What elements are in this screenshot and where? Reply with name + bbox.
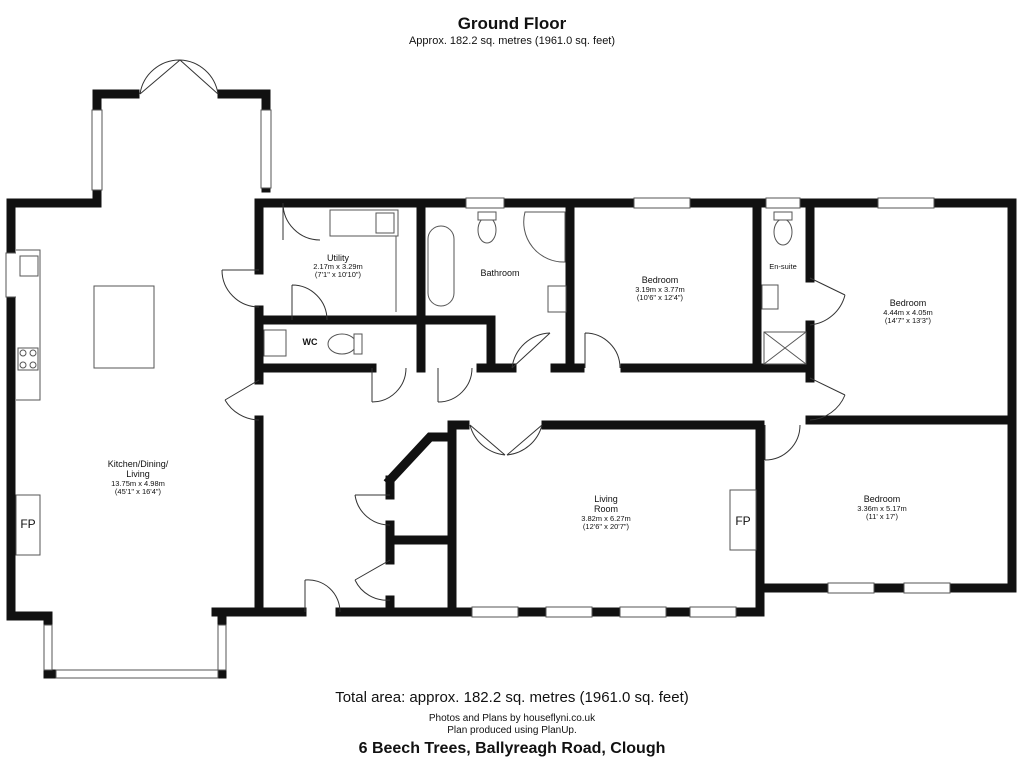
window-sunroom-left <box>91 109 103 191</box>
bay-window-bottom <box>55 669 219 679</box>
kitchen-dim-m: 13.75m x 4.98m <box>111 479 165 488</box>
wc-basin <box>263 329 287 357</box>
door-store2 <box>437 367 473 403</box>
windows <box>5 109 951 679</box>
credit-planup: Plan produced using PlanUp. <box>447 725 577 736</box>
utility-dim-m: 2.17m x 3.29m <box>313 262 363 271</box>
property-address: 6 Beech Trees, Ballyreagh Road, Clough <box>358 740 666 757</box>
utility-name: Utility <box>327 253 349 263</box>
bedroom2-dim-ft: (14'7" x 13'3") <box>885 316 932 325</box>
store-walls <box>355 315 496 373</box>
closet-angled-wall <box>383 432 457 487</box>
doors <box>139 59 846 613</box>
door-bedroom1 <box>584 332 621 369</box>
living-name-2: Room <box>594 504 618 514</box>
window-sunroom-right <box>260 109 272 189</box>
credit-photos: Photos and Plans by houseflyni.co.uk <box>428 713 596 724</box>
bathroom-name: Bathroom <box>480 268 519 278</box>
wc-toilet <box>327 333 357 355</box>
kitchen-fireplace <box>15 494 41 556</box>
window-bathroom <box>465 197 505 209</box>
bathroom-toilet <box>477 216 497 244</box>
living-name-1: Living <box>594 494 618 504</box>
kitchen-name-2: Living <box>126 469 150 479</box>
kitchen-dim-ft: (45'1" x 16'4") <box>115 487 162 496</box>
outer-wall-left <box>6 198 53 621</box>
room-labels: Kitchen/Dining/ Living 13.75m x 4.98m (4… <box>20 253 932 531</box>
window-bedroom2 <box>877 197 935 209</box>
window-bedroom1 <box>633 197 691 209</box>
door-store1 <box>371 367 407 403</box>
door-kitchen-utility <box>221 269 260 308</box>
door-ensuite <box>809 277 846 326</box>
fixtures <box>15 209 807 556</box>
door-living-right <box>506 424 543 456</box>
total-area: Total area: approx. 182.2 sq. metres (19… <box>335 689 689 706</box>
window-living-c <box>619 606 667 618</box>
utility-sink <box>375 212 395 234</box>
bay-left-wall <box>43 611 227 679</box>
floor-title: Ground Floor <box>457 14 567 33</box>
kitchen-island <box>93 285 155 369</box>
shower-bathroom <box>523 211 566 263</box>
bedroom3-name: Bedroom <box>864 494 901 504</box>
living-fireplace <box>729 489 757 551</box>
window-living-a <box>471 606 519 618</box>
bay-window-left <box>43 624 53 671</box>
wc-name: WC <box>303 337 318 347</box>
bedroom1-dim-m: 3.19m x 3.77m <box>635 285 685 294</box>
bedroom3-dim-m: 3.36m x 5.17m <box>857 504 907 513</box>
ensuite-name: En-suite <box>769 262 797 271</box>
window-bedroom3-a <box>827 582 875 594</box>
floor-area-subtitle: Approx. 182.2 sq. metres (1961.0 sq. fee… <box>408 35 616 47</box>
bedroom1-name: Bedroom <box>642 275 679 285</box>
door-bathroom <box>511 332 551 369</box>
bay-window-right <box>217 624 227 671</box>
ensuite-toilet <box>773 218 793 246</box>
door-front <box>304 579 341 613</box>
window-ensuite <box>765 197 801 209</box>
sunroom-wall-left <box>92 89 140 208</box>
door-closet1 <box>354 494 391 526</box>
bedroom2-name: Bedroom <box>890 298 927 308</box>
living-dim-m: 3.82m x 6.27m <box>581 514 631 523</box>
utility-dim-ft: (7'1" x 10'10") <box>315 270 362 279</box>
door-bedroom3 <box>764 424 801 461</box>
window-living-d <box>689 606 737 618</box>
door-utility-ext <box>282 202 321 241</box>
ensuite-basin <box>761 284 779 310</box>
door-wc <box>291 284 328 321</box>
kitchen-fp-label: FP <box>20 517 35 531</box>
door-sunroom-right <box>179 59 219 95</box>
window-living-b <box>545 606 593 618</box>
sunroom-wall-right <box>217 89 271 193</box>
bedroom1-dim-ft: (10'6" x 12'4") <box>637 293 684 302</box>
bedroom3-dim-ft: (11' x 17') <box>866 512 898 521</box>
bathroom-basin <box>547 285 567 313</box>
bedroom2-dim-m: 4.44m x 4.05m <box>883 308 933 317</box>
window-bedroom3-b <box>903 582 951 594</box>
door-sunroom-left <box>139 59 181 95</box>
living-dim-ft: (12'6" x 20'7") <box>583 522 630 531</box>
window-kitchen-left <box>5 252 18 298</box>
kitchen-name-1: Kitchen/Dining/ <box>108 459 169 469</box>
kitchen-sink <box>19 255 39 277</box>
door-kitchen-hall <box>224 379 260 421</box>
door-bedroom2 <box>809 377 846 421</box>
door-living-left <box>469 424 506 456</box>
door-closet2 <box>354 559 391 601</box>
living-fp-label: FP <box>735 514 750 528</box>
bath-tub <box>427 225 455 307</box>
outer-wall-bottom-right <box>755 583 1017 617</box>
